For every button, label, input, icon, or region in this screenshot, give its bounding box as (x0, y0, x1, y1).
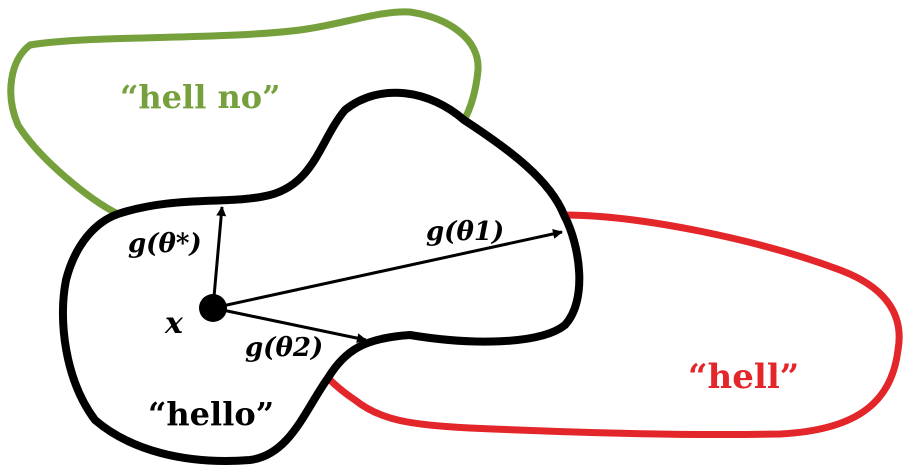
vector-arrow-theta-star (211, 206, 227, 309)
point-x-label: x (164, 306, 184, 341)
region-hell-label: “hell” (688, 357, 799, 397)
region-hell-boundary (324, 211, 903, 439)
region-hello-boundary (58, 88, 584, 465)
vector-arrow-theta-1 (212, 229, 563, 310)
vector-arrow-theta-2 (212, 306, 367, 344)
region-hell-no-label: “hell no” (120, 78, 281, 116)
region-hello-label: “hello” (148, 395, 274, 433)
region-hell-no-boundary (7, 8, 482, 218)
vector-label-theta-2: g(θ2) (245, 333, 323, 363)
vector-label-theta-1: g(θ1) (426, 217, 504, 247)
point-x-dot (199, 294, 227, 322)
vector-label-theta-star: g(θ*) (128, 229, 202, 259)
